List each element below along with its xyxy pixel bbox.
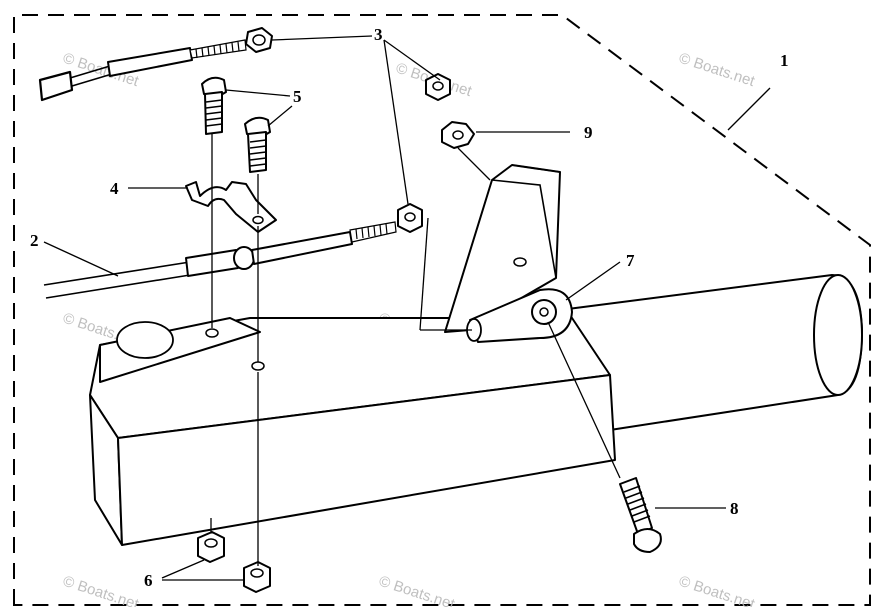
nut-6-right [243, 561, 271, 593]
screw-8 [619, 477, 662, 553]
callout-6: 6 [144, 571, 153, 590]
callout-8: 8 [730, 499, 739, 518]
lower-cable [43, 221, 397, 299]
lock-washer-9 [441, 121, 475, 149]
callout-1: 1 [780, 51, 789, 70]
callout-2: 2 [30, 231, 39, 250]
nut-3-lower [397, 203, 423, 233]
nut-3-upper [245, 27, 273, 53]
upper-cable [38, 39, 247, 102]
screw-5-left [201, 76, 227, 135]
nut-6-left [197, 531, 225, 563]
callout-5: 5 [293, 87, 302, 106]
watermark: © Boats.net [377, 573, 458, 607]
callout-9: 9 [584, 123, 593, 142]
callout-4: 4 [110, 179, 119, 198]
screw-5-right [244, 116, 271, 173]
kit-boundary [13, 14, 871, 606]
watermark: © Boats.net [677, 50, 758, 91]
leader-lines [43, 35, 771, 581]
watermark: © Boats.net [677, 573, 758, 607]
callout-3: 3 [374, 25, 383, 44]
callout-7: 7 [626, 251, 635, 270]
watermark: © Boats.net [61, 573, 142, 607]
callout-labels: 1 2 3 4 5 6 7 8 9 [30, 25, 789, 590]
nut-3-middle [425, 73, 451, 101]
housing [89, 164, 863, 546]
clamp-4 [185, 181, 277, 233]
